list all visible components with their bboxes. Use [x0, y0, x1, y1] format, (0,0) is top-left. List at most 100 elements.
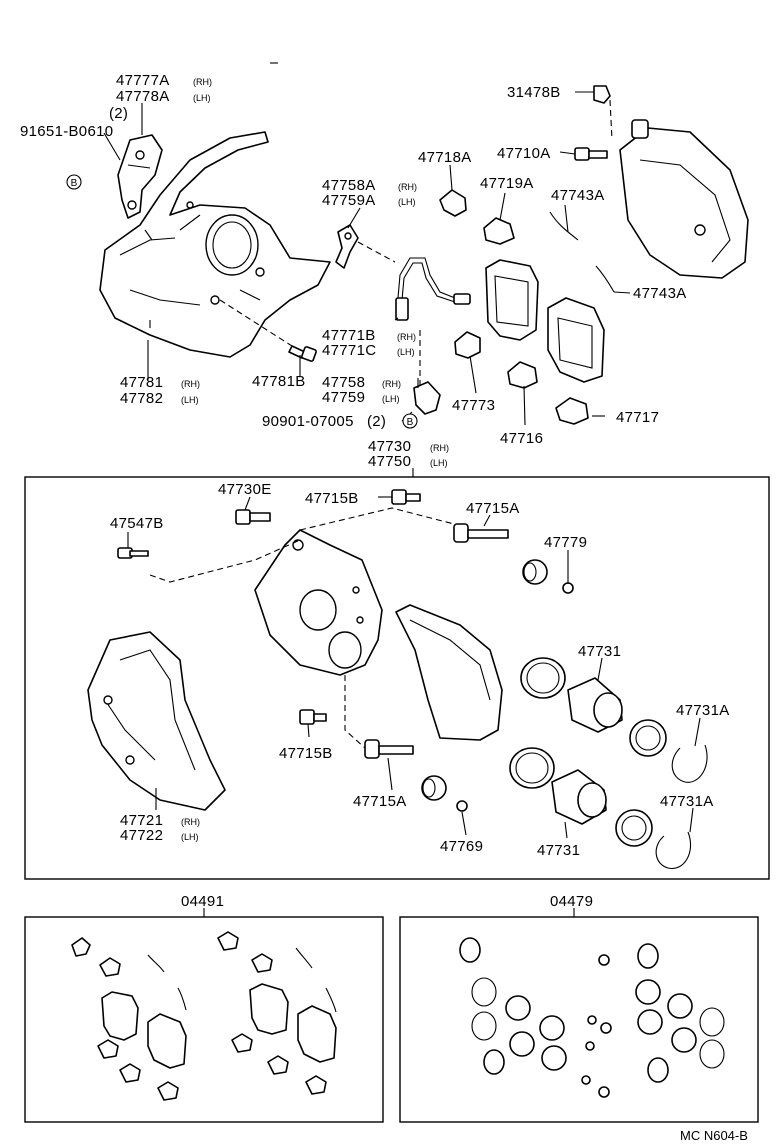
- label-47781: 47781: [120, 374, 163, 391]
- label-47758-side: (RH): [382, 379, 401, 389]
- label-47777A-side: (RH): [193, 77, 212, 87]
- clip-47773-drawing: [454, 331, 481, 359]
- label-47721: 47721: [120, 812, 163, 829]
- label-47718A: 47718A: [418, 149, 472, 166]
- label-47771C-side: (LH): [397, 347, 415, 357]
- label-47759A: 47759A: [322, 192, 376, 209]
- bolt-47710A-drawing: [574, 147, 608, 161]
- boot-47731A-upper-drawing: [629, 719, 667, 757]
- label-47715A-upper: 47715A: [466, 500, 520, 517]
- boot-47731A-lower-drawing: [615, 809, 653, 847]
- label-47716: 47716: [500, 430, 543, 447]
- pin-47715A-upper-drawing: [453, 523, 509, 543]
- label-47782-side: (LH): [181, 395, 199, 405]
- label-91651-B0610: 91651-B0610: [20, 123, 113, 140]
- label-47758A: 47758A: [322, 177, 376, 194]
- dashed-guide-upper-4: [609, 99, 613, 141]
- pin-47715A-lower-drawing: [364, 739, 414, 759]
- label-47715B-upper: 47715B: [305, 490, 359, 507]
- spring-47743A-upper-drawing: [549, 211, 579, 241]
- label-47750-side: (LH): [430, 458, 448, 468]
- label-47782: 47782: [120, 390, 163, 407]
- label-kit-04491: 04491: [181, 893, 224, 910]
- dashed-guide-upper-2: [219, 299, 293, 347]
- label-47758A-side: (RH): [398, 182, 417, 192]
- bolt-47715B-lower-drawing: [299, 709, 327, 725]
- label-47777A: 47777A: [116, 72, 170, 89]
- dashed-guide-main-1: [149, 539, 301, 583]
- label-47743A-upper: 47743A: [551, 187, 605, 204]
- label-47717: 47717: [616, 409, 659, 426]
- label-47722: 47722: [120, 827, 163, 844]
- label-47771B-side: (RH): [397, 332, 416, 342]
- plug-47779-drawing: [562, 582, 574, 594]
- label-47750: 47750: [368, 453, 411, 470]
- label-47731A-lower: 47731A: [660, 793, 714, 810]
- label-47730E: 47730E: [218, 481, 272, 498]
- label-47779: 47779: [544, 534, 587, 551]
- caliper-upper-drawing: [619, 119, 749, 279]
- label-47715B-lower: 47715B: [279, 745, 333, 762]
- caliper-body-drawing: [254, 529, 383, 676]
- label-47758: 47758: [322, 374, 365, 391]
- dashed-guide-upper-1: [357, 241, 396, 263]
- label-47771C: 47771C: [322, 342, 376, 359]
- clip-47717-drawing: [555, 397, 589, 425]
- label-47715A-lower: 47715A: [353, 793, 407, 810]
- label-47731-upper: 47731: [578, 643, 621, 660]
- piston-47731-lower-drawing: [551, 769, 607, 825]
- label-47769: 47769: [440, 838, 483, 855]
- clip-47758-drawing: [413, 381, 441, 415]
- piston-cover-drawing: [395, 604, 503, 741]
- label-47547B: 47547B: [110, 515, 164, 532]
- bolt-47730E-drawing: [235, 509, 271, 525]
- cap-31478B-drawing: [593, 85, 611, 104]
- label-47730: 47730: [368, 438, 411, 455]
- bolt-47781B-drawing: [288, 345, 317, 362]
- part-labels: 47777A (RH) 47778A (LH) (2) 91651-B0610 …: [20, 72, 748, 1143]
- label-47722-side: (LH): [181, 832, 199, 842]
- ring-47731A-upper-drawing: [671, 744, 708, 783]
- sensor-bracket-47758A-drawing: [335, 224, 359, 269]
- label-47743A-lower: 47743A: [633, 285, 687, 302]
- label-90901-07005: 90901-07005: [262, 413, 354, 430]
- caliper-bracket-drawing: [87, 631, 226, 811]
- brake-pad-outer-drawing: [547, 297, 605, 383]
- piston-seal-lower-drawing: [509, 747, 555, 789]
- wear-sensor-wire-drawing: [395, 257, 471, 321]
- label-47773: 47773: [452, 397, 495, 414]
- kit-04479-box: [399, 916, 759, 1123]
- bracket-47777A-drawing: [117, 134, 163, 219]
- clip-47718A-drawing: [439, 189, 467, 217]
- label-qty-2-top: (2): [109, 105, 128, 122]
- dust-shield-drawing: [99, 131, 331, 358]
- bolt-47715B-upper-drawing: [391, 489, 421, 505]
- clip-47716-drawing: [507, 361, 538, 389]
- ring-47731A-lower-drawing: [655, 831, 692, 869]
- boot-47769-drawing: [421, 775, 447, 801]
- caliper-assembly-box: [24, 476, 770, 880]
- label-47778A-side: (LH): [193, 93, 211, 103]
- svg-text:B: B: [71, 178, 78, 189]
- label-47730-side: (RH): [430, 443, 449, 453]
- clip-47719A-drawing: [483, 217, 515, 245]
- kit-04491-contents-drawing: [71, 931, 337, 1101]
- dashed-guide-main-2: [299, 507, 455, 531]
- label-47731A-upper: 47731A: [676, 702, 730, 719]
- label-47719A: 47719A: [480, 175, 534, 192]
- label-47771B: 47771B: [322, 327, 376, 344]
- boot-47779-drawing: [522, 559, 548, 585]
- label-47759A-side: (LH): [398, 197, 416, 207]
- label-47759-side: (LH): [382, 394, 400, 404]
- badge-b-bottom: B: [402, 413, 418, 429]
- piston-47731-upper-drawing: [567, 677, 623, 733]
- label-31478B: 31478B: [507, 84, 561, 101]
- label-47710A: 47710A: [497, 145, 551, 162]
- plug-47769-drawing: [456, 800, 468, 812]
- brake-pad-inner-drawing: [485, 259, 539, 341]
- label-47778A: 47778A: [116, 88, 170, 105]
- label-47781B: 47781B: [252, 373, 306, 390]
- label-47781-side: (RH): [181, 379, 200, 389]
